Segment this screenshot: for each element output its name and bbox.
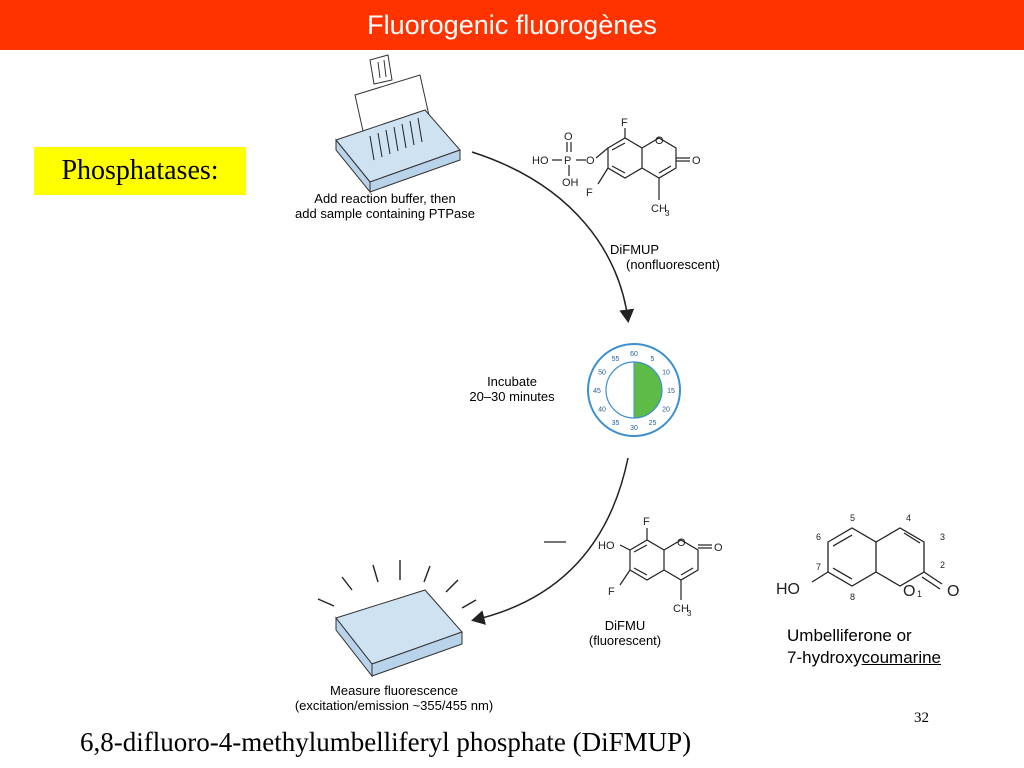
difmup-label: DiFMUP (nonfluorescent) — [610, 242, 750, 272]
difmup-o-link: O — [586, 155, 595, 167]
difmup-oh: OH — [562, 177, 579, 189]
difmup-state: (nonfluorescent) — [626, 257, 720, 272]
difmu-name: DiFMU — [604, 618, 646, 633]
difmu-f-top: F — [643, 516, 650, 528]
arrow-to-measure — [471, 457, 629, 625]
difmup-ho: HO — [532, 155, 549, 167]
umb-n6: 6 — [816, 532, 821, 542]
umb-ho: HO — [776, 581, 800, 598]
difmu-ch3-sub: 3 — [687, 609, 692, 618]
phosphatases-label: Phosphatases: — [34, 147, 246, 195]
clock-numbers: 60 5 10 15 20 25 30 35 40 45 50 55 — [593, 351, 675, 432]
umb-n1: 1 — [917, 589, 922, 599]
slide-title: Fluorogenic fluorogènes — [0, 0, 1024, 50]
add-line-2: add sample containing PTPase — [295, 206, 475, 221]
difmup-carbonyl-o: O — [692, 155, 701, 167]
clock-number-40: 40 — [598, 407, 606, 414]
difmup-ring-o: O — [655, 135, 664, 147]
umb-line-2-prefix: 7-hydroxy — [787, 648, 862, 667]
clock-number-45: 45 — [593, 388, 601, 395]
difmu-ch3: CH — [673, 603, 689, 615]
measure-label: Measure fluorescence (excitation/emissio… — [264, 683, 524, 713]
difmu-f-left: F — [608, 586, 615, 598]
umb-n7: 7 — [816, 562, 821, 572]
add-line-1: Add reaction buffer, then — [314, 191, 456, 206]
clock-number-5: 5 — [651, 356, 655, 363]
difmu-ho: HO — [598, 540, 615, 552]
clock-number-35: 35 — [612, 420, 620, 427]
umb-n5: 5 — [850, 513, 855, 523]
clock-number-50: 50 — [598, 370, 606, 377]
difmup-structure — [552, 128, 690, 200]
arrow-to-incubate — [471, 151, 635, 323]
difmu-state: (fluorescent) — [588, 633, 662, 648]
clock-number-25: 25 — [649, 420, 657, 427]
clock-number-60: 60 — [630, 351, 638, 358]
coumarine-link[interactable]: coumarine — [861, 648, 942, 667]
umbelliferone-structure — [811, 527, 943, 590]
umbelliferone-label: Umbelliferone or 7-hydroxycoumarine — [787, 625, 941, 669]
add-reaction-label: Add reaction buffer, then add sample con… — [280, 191, 490, 221]
difmup-p: P — [564, 155, 571, 167]
difmup-ch3: CH — [651, 203, 667, 215]
umb-line-1: Umbelliferone or — [787, 626, 912, 645]
difmup-f-left: F — [586, 187, 593, 199]
clock-icon: 60 5 10 15 20 25 30 35 40 45 50 55 — [587, 343, 681, 437]
clock-number-55: 55 — [612, 356, 620, 363]
difmup-name: DiFMUP — [610, 242, 660, 257]
umb-n4: 4 — [906, 513, 911, 523]
clock-number-30: 30 — [630, 425, 638, 432]
incubate-line-2: 20–30 minutes — [469, 389, 555, 404]
incubate-line-1: Incubate — [487, 374, 537, 389]
measure-line-2: (excitation/emission ~355/455 nm) — [294, 698, 494, 713]
slide-caption: 6,8-difluoro-4-methylumbelliferyl phosph… — [80, 727, 692, 757]
clock-number-20: 20 — [662, 407, 670, 414]
fluorescence-plate-illustration — [317, 560, 477, 678]
umb-carbonyl-o: O — [947, 583, 959, 600]
difmup-o-top: O — [564, 131, 573, 143]
umb-ring-o: O — [903, 583, 915, 600]
difmup-ch3-sub: 3 — [665, 209, 670, 218]
difmu-structure — [619, 528, 712, 600]
umb-line-2: 7-hydroxycoumarine — [787, 647, 941, 669]
difmu-ring-o: O — [677, 537, 686, 549]
pipette-tips — [369, 117, 423, 161]
difmu-carbonyl-o: O — [714, 542, 723, 554]
clock-number-10: 10 — [662, 370, 670, 377]
difmup-f-top: F — [621, 117, 628, 129]
measure-line-1: Measure fluorescence — [330, 683, 458, 698]
pipette-plate-illustration — [335, 54, 461, 194]
umb-n8: 8 — [850, 592, 855, 602]
umb-n3: 3 — [940, 532, 945, 542]
clock-number-15: 15 — [667, 388, 675, 395]
incubate-label: Incubate 20–30 minutes — [452, 374, 572, 404]
slide-number: 32 — [914, 710, 929, 726]
difmu-label: DiFMU (fluorescent) — [570, 618, 680, 648]
umb-n2: 2 — [940, 560, 945, 570]
